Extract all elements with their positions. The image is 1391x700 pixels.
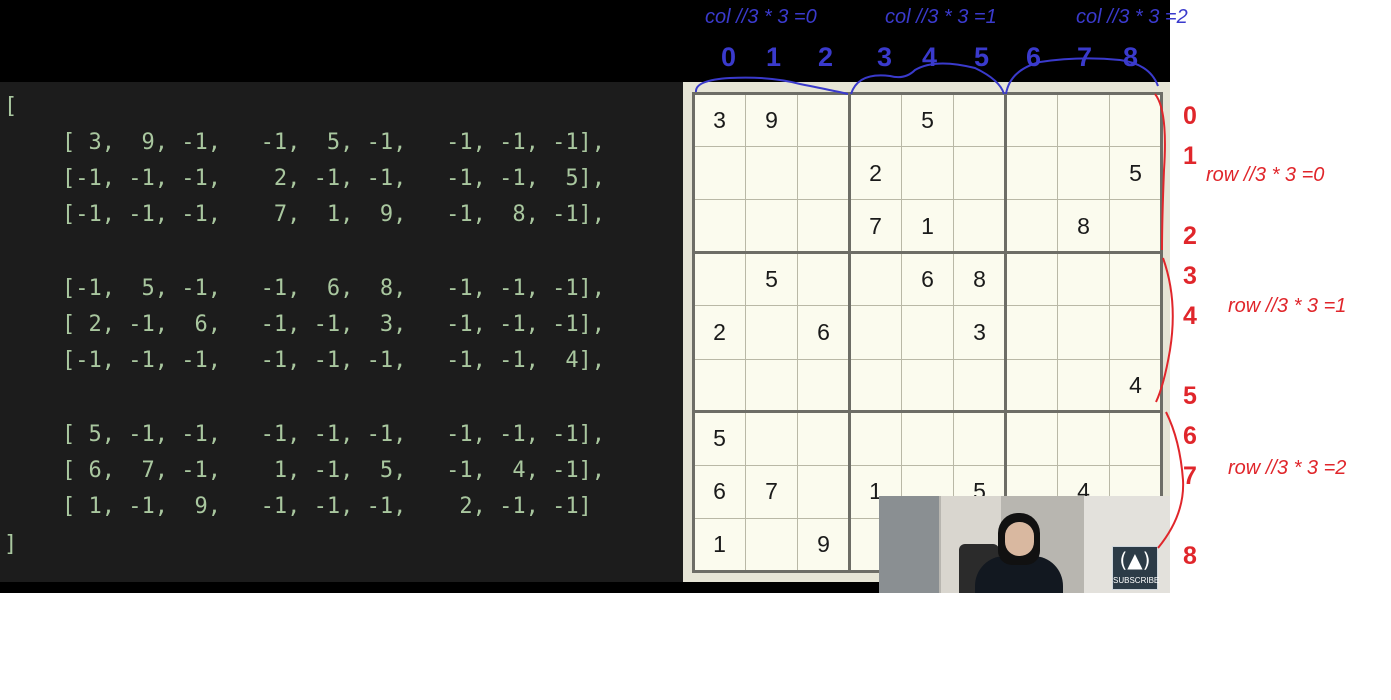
row-number: 8 bbox=[1183, 542, 1197, 570]
row-number: 5 bbox=[1183, 382, 1197, 410]
col-group-label: col //3 * 3 =0 bbox=[705, 6, 817, 28]
window-left bbox=[879, 496, 939, 593]
webcam-overlay: (▲) SUBSCRIBE bbox=[879, 496, 1170, 593]
sudoku-cell bbox=[797, 464, 850, 519]
box-divider-vertical bbox=[1159, 92, 1163, 573]
row-group-label: row //3 * 3 =1 bbox=[1228, 295, 1347, 317]
row-group-brace-0 bbox=[1154, 93, 1166, 251]
row-group-label: row //3 * 3 =2 bbox=[1228, 457, 1347, 479]
code-line: [ 2, -1, 6, -1, -1, 3, -1, -1, -1], bbox=[62, 312, 606, 337]
code-panel: [ [ 3, 9, -1, -1, 5, -1, -1, -1, -1], [-… bbox=[0, 82, 683, 582]
col-number: 4 bbox=[922, 42, 938, 72]
sudoku-cell bbox=[797, 146, 850, 201]
sudoku-cell bbox=[953, 93, 1006, 148]
sudoku-cell bbox=[1057, 358, 1110, 413]
col-number: 1 bbox=[766, 42, 782, 72]
sudoku-cell bbox=[901, 411, 954, 466]
col-group-brace-0 bbox=[695, 76, 849, 95]
box-divider-horizontal bbox=[692, 410, 1163, 414]
col-number: 5 bbox=[974, 42, 990, 72]
row-number: 7 bbox=[1183, 462, 1197, 490]
row-group-brace-1 bbox=[1155, 257, 1174, 403]
subscribe-badge[interactable]: (▲) SUBSCRIBE bbox=[1112, 546, 1160, 590]
sudoku-cell bbox=[745, 199, 798, 254]
sudoku-cell: 3 bbox=[953, 305, 1006, 360]
row-number: 1 bbox=[1183, 142, 1197, 170]
sudoku-cell: 2 bbox=[849, 146, 902, 201]
flame-icon: (▲) bbox=[1119, 548, 1151, 572]
code-line: [-1, 5, -1, -1, 6, 8, -1, -1, -1], bbox=[62, 276, 606, 301]
code-line: [ 6, 7, -1, 1, -1, 5, -1, 4, -1], bbox=[62, 458, 606, 483]
sudoku-cell: 5 bbox=[745, 252, 798, 307]
sudoku-cell bbox=[901, 358, 954, 413]
row-group-brace-2 bbox=[1157, 411, 1185, 549]
col-number: 6 bbox=[1026, 42, 1042, 72]
col-number: 3 bbox=[877, 42, 893, 72]
sudoku-cell bbox=[797, 199, 850, 254]
col-group-brace-1 bbox=[850, 62, 1005, 95]
row-number: 2 bbox=[1183, 222, 1197, 250]
box-divider-vertical bbox=[847, 92, 851, 573]
code-line: [-1, -1, -1, 2, -1, -1, -1, -1, 5], bbox=[62, 166, 606, 191]
sudoku-cell bbox=[1005, 305, 1058, 360]
code-close-bracket: ] bbox=[4, 532, 18, 557]
code-open-bracket: [ bbox=[4, 94, 18, 119]
col-number: 0 bbox=[721, 42, 737, 72]
col-group-label: col //3 * 3 =2 bbox=[1076, 6, 1188, 28]
sudoku-cell bbox=[953, 199, 1006, 254]
sudoku-cell bbox=[953, 146, 1006, 201]
row-group-label: row //3 * 3 =0 bbox=[1206, 164, 1325, 186]
box-divider-vertical bbox=[691, 92, 695, 573]
sudoku-cell bbox=[693, 252, 746, 307]
sudoku-cell: 7 bbox=[745, 464, 798, 519]
code-line: [-1, -1, -1, -1, -1, -1, -1, -1, 4], bbox=[62, 348, 606, 373]
sudoku-cell bbox=[797, 358, 850, 413]
code-line: [ 1, -1, 9, -1, -1, -1, 2, -1, -1] bbox=[62, 494, 592, 519]
sudoku-cell bbox=[1109, 411, 1162, 466]
code-line: [ 5, -1, -1, -1, -1, -1, -1, -1, -1], bbox=[62, 422, 606, 447]
sudoku-cell: 5 bbox=[1109, 146, 1162, 201]
sudoku-cell bbox=[797, 93, 850, 148]
row-number: 0 bbox=[1183, 102, 1197, 130]
col-number: 2 bbox=[818, 42, 834, 72]
col-group-label: col //3 * 3 =1 bbox=[885, 6, 997, 28]
sudoku-cell bbox=[1005, 411, 1058, 466]
subscribe-label: SUBSCRIBE bbox=[1113, 576, 1160, 585]
col-group-brace-2 bbox=[1005, 57, 1159, 95]
col-number: 8 bbox=[1123, 42, 1139, 72]
row-number: 6 bbox=[1183, 422, 1197, 450]
sudoku-cell bbox=[797, 252, 850, 307]
sudoku-cell bbox=[745, 517, 798, 572]
row-number: 4 bbox=[1183, 302, 1197, 330]
sudoku-cell bbox=[1109, 199, 1162, 254]
sudoku-cell bbox=[953, 358, 1006, 413]
box-divider-horizontal bbox=[692, 250, 1163, 254]
sudoku-cell bbox=[1109, 305, 1162, 360]
sudoku-cell: 2 bbox=[693, 305, 746, 360]
box-divider-horizontal bbox=[692, 91, 1163, 95]
row-number: 3 bbox=[1183, 262, 1197, 290]
box-divider-vertical bbox=[1003, 92, 1007, 573]
sudoku-cell: 8 bbox=[1057, 199, 1110, 254]
sudoku-cell: 1 bbox=[693, 517, 746, 572]
code-line: [ 3, 9, -1, -1, 5, -1, -1, -1, -1], bbox=[62, 130, 606, 155]
col-number: 7 bbox=[1077, 42, 1093, 72]
person-face bbox=[1005, 522, 1034, 556]
code-line: [-1, -1, -1, 7, 1, 9, -1, 8, -1], bbox=[62, 202, 606, 227]
sudoku-cell bbox=[953, 411, 1006, 466]
sudoku-cell bbox=[1057, 305, 1110, 360]
